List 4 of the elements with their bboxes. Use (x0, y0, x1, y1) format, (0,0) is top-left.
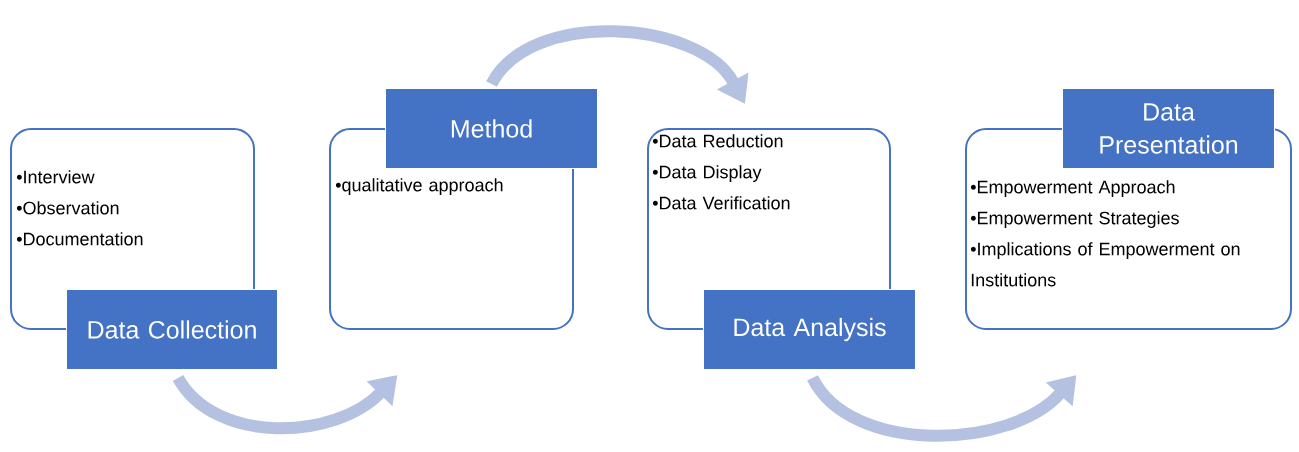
heading-box: Data Presentation (1062, 88, 1275, 169)
heading-box: Data Analysis (703, 289, 916, 370)
heading-box: Data Collection (66, 289, 278, 370)
heading-box: Method (385, 88, 598, 169)
